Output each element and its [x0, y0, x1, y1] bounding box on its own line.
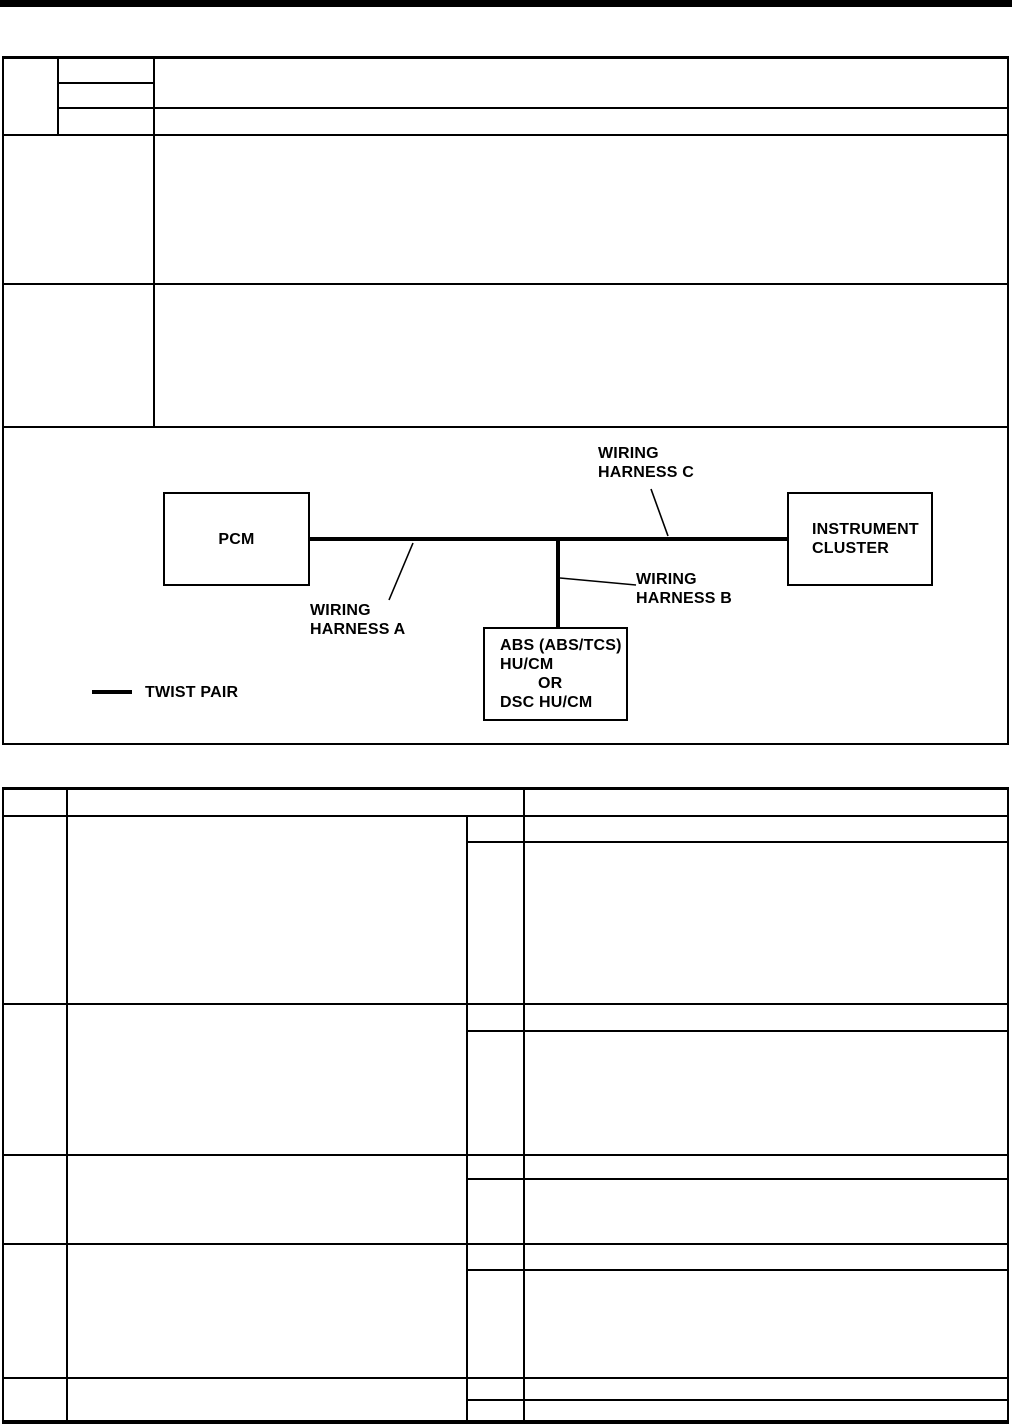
top-table-border-top — [2, 56, 1009, 59]
top-table-row-divider-1 — [57, 107, 1009, 109]
bottom-table-row-divider-1 — [2, 1003, 1009, 1005]
top-table-border-left — [2, 56, 4, 745]
bottom-table-border-bottom — [2, 1420, 1009, 1424]
instrument-cluster-label-line2: CLUSTER — [812, 540, 889, 557]
wiring-harness-a-line2: HARNESS A — [310, 621, 406, 638]
bottom-table-subrow-divider-4 — [466, 1269, 1009, 1271]
abs-box-label-line2: HU/CM — [500, 656, 554, 673]
pcm-box: PCM — [163, 492, 310, 586]
wiring-harness-a-label: WIRING HARNESS A — [310, 601, 405, 639]
twist-pair-legend-line — [92, 690, 132, 694]
twist-pair-legend-label: TWIST PAIR — [145, 684, 239, 701]
wiring-harness-c-line2: HARNESS C — [598, 464, 695, 481]
bottom-table-col-divider-detail — [523, 787, 525, 1424]
wiring-harness-a-line1: WIRING — [310, 602, 371, 619]
bottom-table-subrow-divider-1 — [466, 841, 1009, 843]
page-top-rule — [0, 0, 1012, 7]
harness-b-callout-line — [559, 577, 637, 586]
bottom-table-row-divider-2 — [2, 1154, 1009, 1156]
top-table-col-divider-1 — [57, 59, 59, 136]
bottom-table-col-divider-sub — [466, 815, 468, 1424]
bottom-table-header-divider — [2, 815, 1009, 817]
harness-a-callout-line — [388, 542, 414, 601]
top-table-col-divider-2 — [153, 59, 155, 428]
instrument-cluster-label-line1: INSTRUMENT — [812, 521, 919, 538]
bottom-table-subrow-divider-5 — [466, 1399, 1009, 1401]
top-table-row-divider-4 — [2, 426, 1009, 428]
top-table-row-divider-3 — [2, 283, 1009, 285]
bottom-table-col-divider-number — [66, 787, 68, 1424]
can-bus-drop-line — [556, 540, 560, 627]
wiring-harness-b-line2: HARNESS B — [636, 590, 733, 607]
pcm-label: PCM — [218, 530, 255, 548]
bottom-table-border-top — [2, 787, 1009, 790]
top-table-border-bottom — [2, 743, 1009, 745]
abs-box-label-line4: DSC HU/CM — [500, 694, 593, 711]
can-bus-line — [310, 537, 787, 541]
abs-box-label-line1: ABS (ABS/TCS) — [500, 637, 622, 654]
bottom-table-border-left — [2, 787, 4, 1424]
abs-box-label-line3: OR — [538, 675, 563, 692]
bottom-table-subrow-divider-3 — [466, 1178, 1009, 1180]
abs-dsc-box: ABS (ABS/TCS) HU/CM OR DSC HU/CM — [483, 627, 628, 721]
bottom-table-row-divider-3 — [2, 1243, 1009, 1245]
top-table-border-right — [1007, 56, 1009, 745]
top-table-row-divider-2 — [2, 134, 1009, 136]
instrument-cluster-box: INSTRUMENT CLUSTER — [787, 492, 933, 586]
bottom-table-subrow-divider-2 — [466, 1030, 1009, 1032]
wiring-harness-b-label: WIRING HARNESS B — [636, 570, 732, 608]
top-table-subrow-divider — [57, 82, 155, 84]
wiring-harness-b-line1: WIRING — [636, 571, 697, 588]
wiring-harness-c-label: WIRING HARNESS C — [598, 444, 694, 482]
bottom-table-border-right — [1007, 787, 1009, 1424]
wiring-harness-c-line1: WIRING — [598, 445, 659, 462]
bottom-table-row-divider-4 — [2, 1377, 1009, 1379]
harness-c-callout-line — [650, 488, 669, 537]
